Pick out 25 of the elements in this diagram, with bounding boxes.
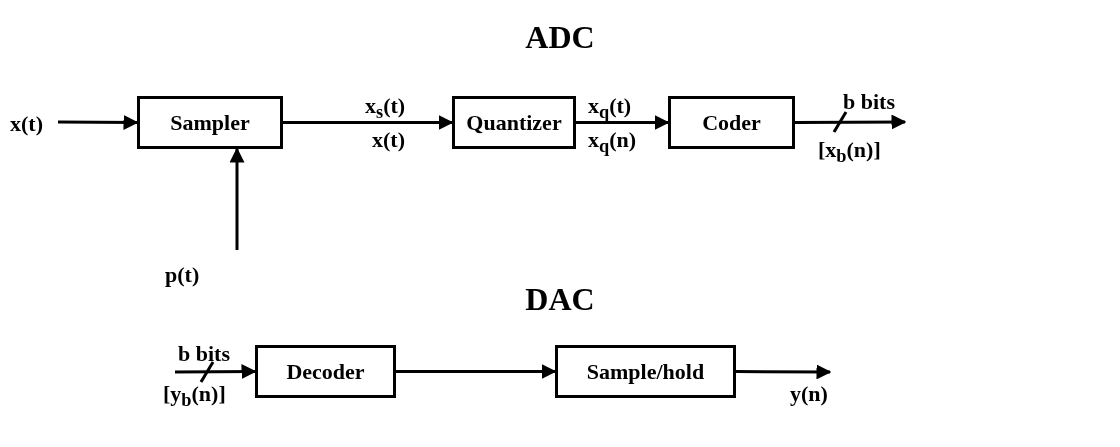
decoder-block: Decoder	[255, 345, 396, 398]
signal-label: y(n)	[790, 382, 828, 407]
section-title: ADC	[525, 20, 595, 56]
sample-hold-block: Sample/hold	[555, 345, 736, 398]
arrow	[58, 114, 139, 130]
arrow	[229, 147, 245, 250]
signal-label: b bits	[843, 90, 895, 115]
arrow	[795, 114, 907, 130]
signal-label: [x$_{b}$(n)]	[818, 138, 881, 167]
signal-label: [y$_{b}$(n)]	[163, 382, 226, 411]
arrow	[396, 364, 557, 379]
signal-label: b bits	[178, 342, 230, 367]
section-title: DAC	[525, 282, 595, 318]
quantizer-block: Quantizer	[452, 96, 576, 149]
coder-block: Coder	[668, 96, 795, 149]
arrow	[283, 115, 454, 130]
signal-label: x(t)	[10, 112, 43, 137]
arrow	[175, 364, 257, 380]
signal-label: x$_{s}$(t)	[365, 94, 406, 123]
signal-label: x$_{q}$(n)	[588, 128, 637, 157]
signal-label: x(t)	[372, 128, 405, 153]
arrow	[576, 115, 670, 130]
arrow	[736, 364, 832, 380]
sampler-block: Sampler	[137, 96, 283, 149]
signal-label: p(t)	[165, 263, 200, 288]
